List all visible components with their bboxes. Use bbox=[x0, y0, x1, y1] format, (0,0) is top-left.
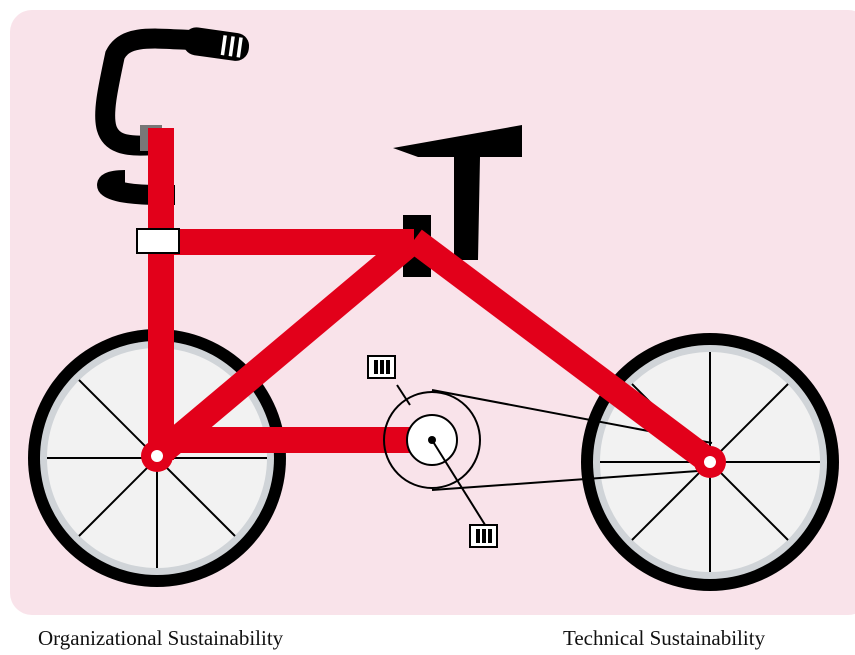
left-hub bbox=[141, 440, 173, 472]
stem-clamp bbox=[137, 229, 179, 253]
right-hub bbox=[694, 446, 726, 478]
caption-technical: Technical Sustainability bbox=[563, 628, 765, 649]
crank-tag-icon bbox=[470, 525, 497, 547]
caption-organizational: Organizational Sustainability bbox=[38, 628, 283, 649]
pedal-tag-icon bbox=[368, 356, 395, 378]
